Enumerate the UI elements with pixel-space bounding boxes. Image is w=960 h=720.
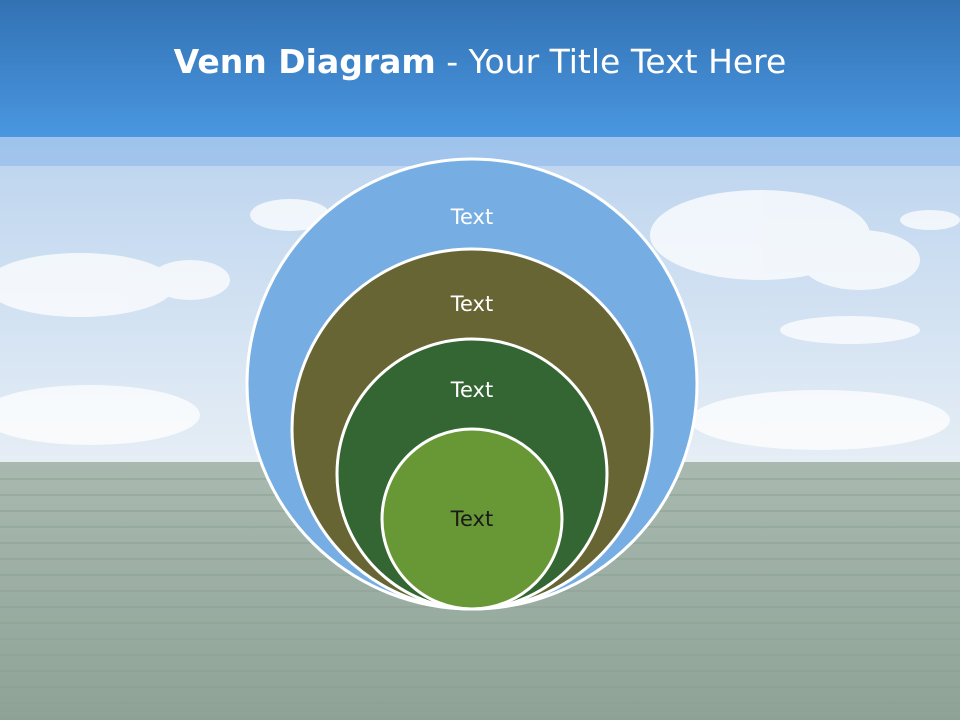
circle-third-label: Text xyxy=(450,378,494,402)
clouds xyxy=(0,190,960,450)
circle-inner xyxy=(380,427,564,611)
title-bar xyxy=(0,0,960,137)
circle-inner-label: Text xyxy=(450,507,494,531)
title-bold: Venn Diagram xyxy=(173,42,436,81)
circle-outer-label: Text xyxy=(450,205,494,229)
slide-title: Venn Diagram - Your Title Text Here xyxy=(0,40,960,84)
circle-second-label: Text xyxy=(450,292,494,316)
title-rest: - Your Title Text Here xyxy=(435,42,787,81)
